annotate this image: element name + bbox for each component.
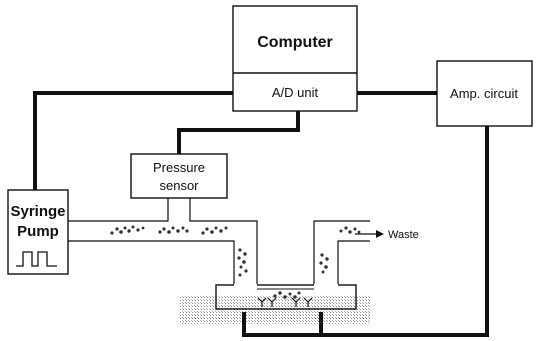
particle-cluster-5: [273, 291, 301, 299]
pulse-waveform-icon: [16, 251, 57, 267]
particle-cluster-6: [319, 253, 329, 274]
syringe-pump-label-line2: Pump: [17, 223, 59, 240]
fluid-channel: [68, 198, 370, 285]
wire-ad-to-pressure-sensor: [177, 111, 300, 154]
syringe-pump-block: Syringe Pump: [7, 189, 69, 275]
particle-cluster-1: [110, 225, 145, 235]
substrate: [180, 296, 370, 324]
sample-particles: [110, 225, 361, 299]
syringe-pump-label-line1: Syringe: [10, 203, 65, 220]
ad-unit-label: A/D unit: [272, 85, 319, 100]
amp-circuit-block: Amp. circuit: [436, 60, 533, 127]
arrowhead-icon: [376, 230, 384, 238]
particle-cluster-7: [339, 226, 361, 234]
computer-block: Computer A/D unit: [232, 5, 358, 112]
waste-outlet: Waste: [355, 229, 419, 241]
waste-label: Waste: [388, 229, 419, 241]
computer-label: Computer: [257, 34, 333, 51]
flow-cell: [215, 284, 357, 310]
particle-cluster-4: [237, 248, 248, 277]
particle-cluster-3: [201, 226, 228, 235]
particle-cluster-2: [158, 226, 189, 234]
pressure-sensor-label-line2: sensor: [159, 178, 199, 193]
amp-circuit-label: Amp. circuit: [450, 86, 518, 101]
wire-amp-to-electrode: [242, 126, 489, 337]
signal-wires: [33, 91, 489, 337]
receptor-y-shapes: [257, 297, 313, 307]
pressure-sensor-block: Pressure sensor: [130, 153, 228, 199]
pressure-sensor-label-line1: Pressure: [153, 160, 205, 175]
wire-computer-to-syringe-pump: [33, 91, 233, 190]
